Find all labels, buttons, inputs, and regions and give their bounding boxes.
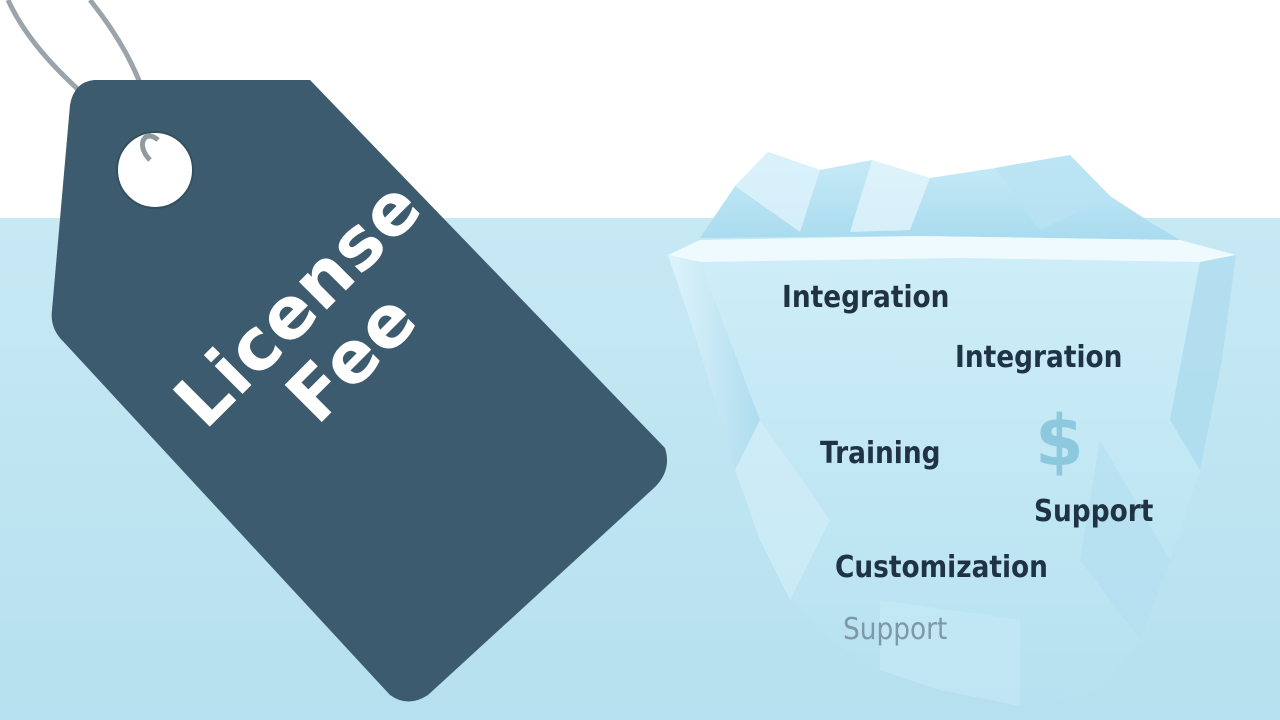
tag-hole-ring <box>116 131 194 209</box>
iceberg-facet <box>1080 440 1170 640</box>
iceberg-facet <box>735 420 830 600</box>
cost-item: Integration <box>782 280 950 315</box>
iceberg: $ <box>668 152 1236 706</box>
iceberg-facet <box>668 255 760 470</box>
iceberg-body <box>668 236 1236 706</box>
tag-hole <box>117 132 193 208</box>
cost-item: Support <box>1034 494 1154 529</box>
iceberg-tip-facet <box>735 152 820 232</box>
iceberg-facet <box>1170 255 1236 470</box>
price-tag-body <box>51 80 668 702</box>
tag-string-loop <box>140 133 160 162</box>
dollar-sign-icon: $ <box>1035 400 1084 482</box>
cost-item: Integration <box>955 340 1123 375</box>
iceberg-waterline <box>668 236 1236 262</box>
price-tag <box>51 80 668 702</box>
iceberg-tip-facet <box>850 160 930 232</box>
cost-item: Support <box>843 612 948 647</box>
cost-item: Customization <box>835 550 1048 585</box>
cost-item: Training <box>820 436 941 471</box>
iceberg-facet <box>880 600 1020 706</box>
iceberg-tip-facet <box>995 155 1110 230</box>
